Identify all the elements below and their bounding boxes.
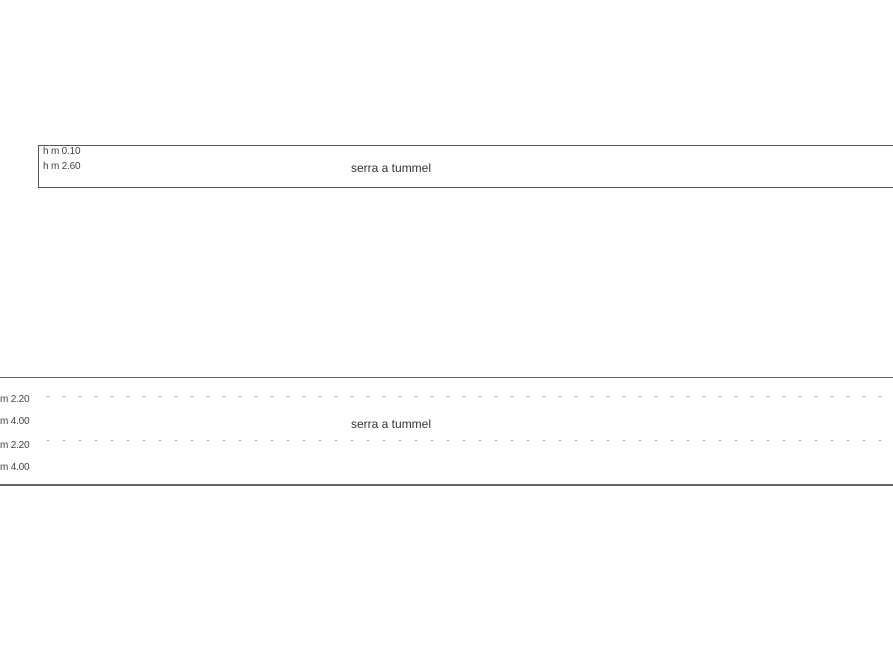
greenhouse-bottom-outline bbox=[0, 377, 893, 486]
greenhouse-top-label: serra a tummel bbox=[351, 161, 432, 175]
height-label-bottom-3: m 2.20 bbox=[0, 440, 30, 451]
greenhouse-top-outline bbox=[38, 145, 893, 188]
height-label-top-2: h m 2.60 bbox=[43, 161, 81, 172]
dotted-line-1 bbox=[40, 396, 893, 397]
greenhouse-bottom-label: serra a tummel bbox=[351, 417, 432, 431]
height-label-top-1: h m 0.10 bbox=[43, 146, 81, 157]
height-label-bottom-4: m 4.00 bbox=[0, 462, 30, 473]
height-label-bottom-1: m 2.20 bbox=[0, 394, 30, 405]
height-label-bottom-2: m 4.00 bbox=[0, 416, 30, 427]
dotted-line-2 bbox=[40, 440, 893, 441]
